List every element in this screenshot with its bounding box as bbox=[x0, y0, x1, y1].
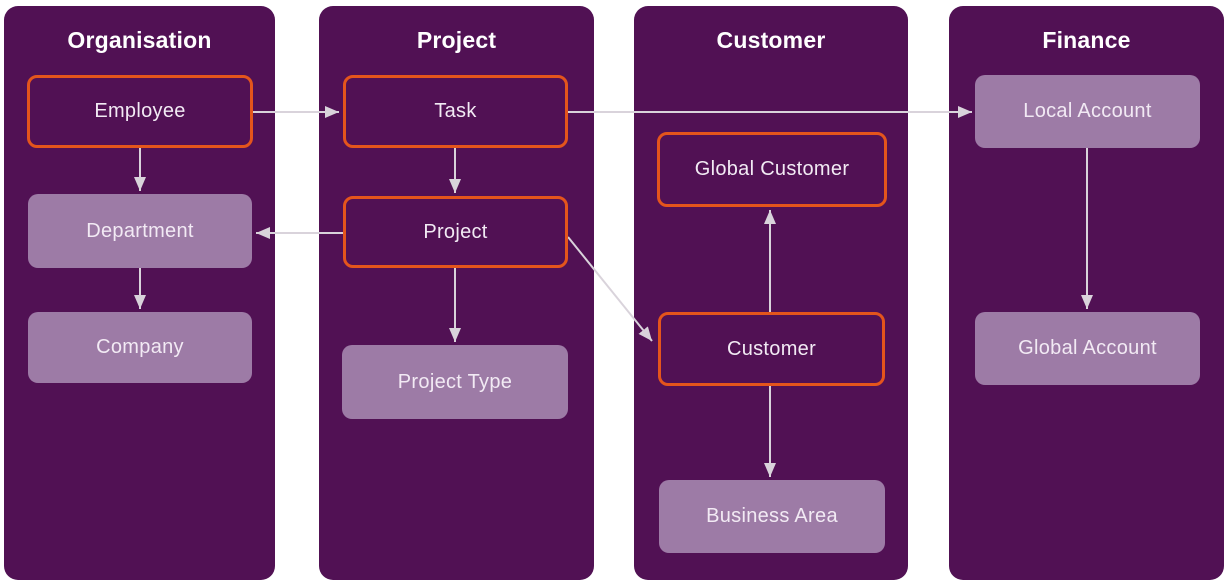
node-global-customer: Global Customer bbox=[657, 132, 887, 207]
column-title-organisation: Organisation bbox=[67, 27, 212, 53]
node-department: Department bbox=[28, 194, 252, 268]
node-business-area: Business Area bbox=[659, 480, 885, 553]
column-title-customer: Customer bbox=[716, 27, 826, 53]
node-project: Project bbox=[343, 196, 568, 268]
node-company: Company bbox=[28, 312, 252, 383]
node-employee: Employee bbox=[27, 75, 253, 148]
column-title-project: Project bbox=[416, 27, 497, 53]
edge-project-customer bbox=[567, 236, 653, 342]
node-task: Task bbox=[343, 75, 568, 148]
node-customer: Customer bbox=[658, 312, 885, 386]
node-global-account: Global Account bbox=[975, 312, 1200, 385]
column-title-finance: Finance bbox=[1042, 27, 1131, 53]
node-local-account: Local Account bbox=[975, 75, 1200, 148]
node-project-type: Project Type bbox=[342, 345, 568, 419]
